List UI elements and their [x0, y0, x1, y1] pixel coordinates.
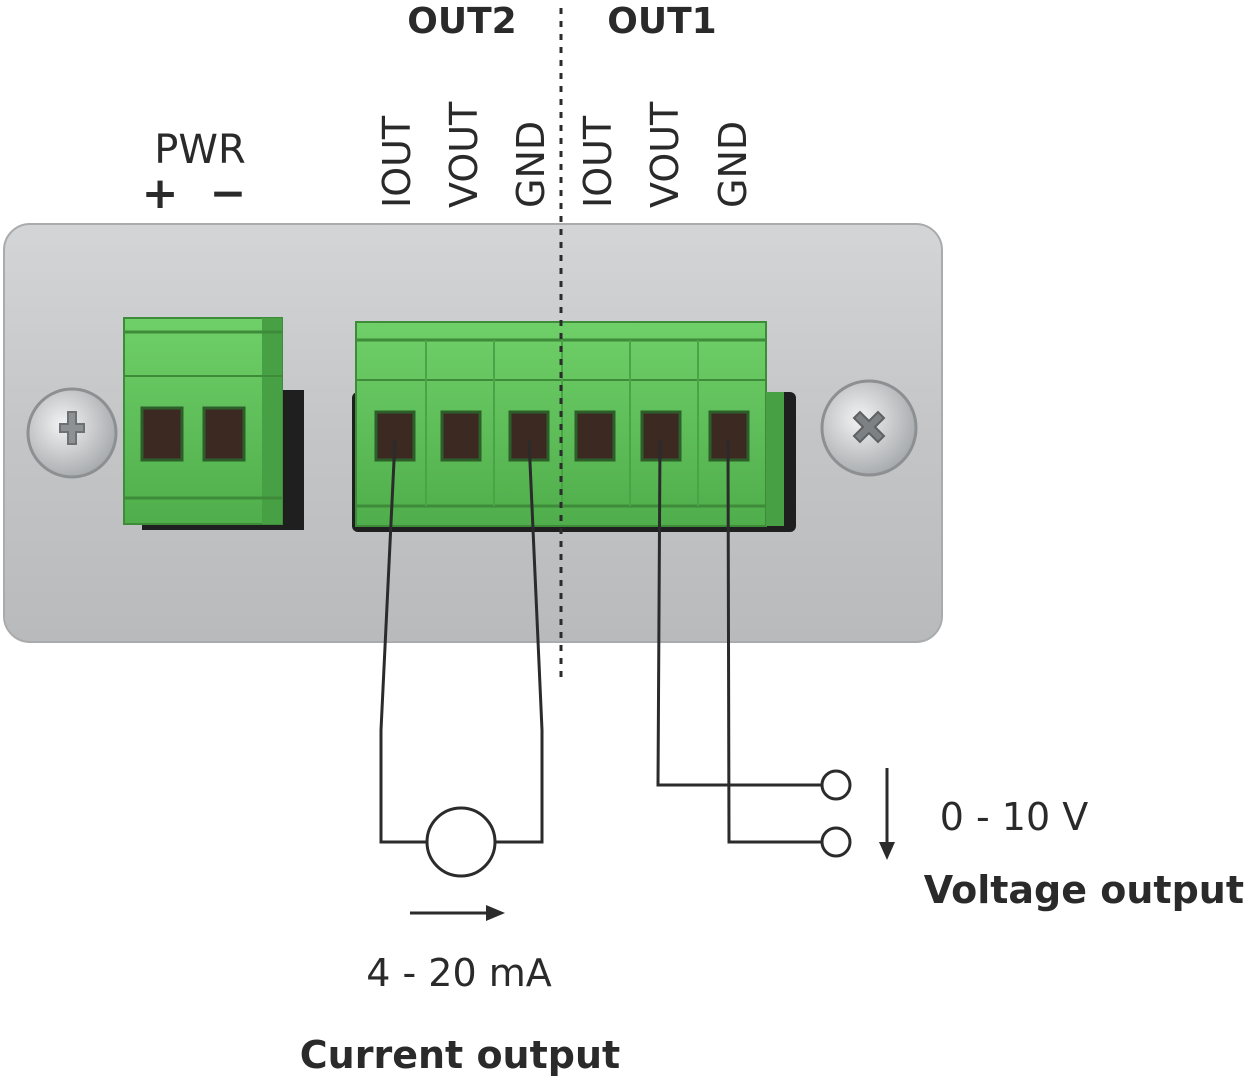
- terminal-label-out2-gnd: GND: [509, 121, 553, 208]
- pwr-minus-socket: [202, 406, 246, 462]
- voltage-terminal-top: [820, 769, 852, 801]
- current-arrow-icon: [410, 905, 505, 921]
- current-range-label: 4 - 20 mA: [366, 951, 552, 995]
- pwr-plus-label: +: [142, 168, 179, 219]
- terminal-label-out1-gnd: GND: [711, 121, 755, 208]
- socket-out2-vout: [440, 410, 482, 462]
- voltage-arrow-icon: [879, 768, 895, 860]
- socket-out1-iout: [574, 410, 616, 462]
- terminal-label-out1-iout: IOUT: [576, 115, 620, 208]
- out1-label: OUT1: [607, 1, 716, 42]
- voltage-range-label: 0 - 10 V: [940, 795, 1088, 839]
- voltage-caption: Voltage output: [924, 868, 1244, 912]
- current-caption: Current output: [300, 1033, 620, 1077]
- right-screw-icon: [820, 379, 918, 477]
- terminal-label-out2-vout: VOUT: [442, 101, 486, 208]
- current-meter-symbol: [425, 806, 497, 878]
- voltage-wires: [656, 439, 822, 844]
- pwr-minus-label: −: [210, 168, 247, 219]
- pwr-plus-socket: [140, 406, 184, 462]
- voltage-terminal-bottom: [820, 826, 852, 858]
- terminal-label-out1-vout: VOUT: [643, 101, 687, 208]
- current-loop-wires: [379, 439, 544, 844]
- pwr-label: PWR: [154, 127, 245, 173]
- out2-label: OUT2: [407, 1, 516, 42]
- left-screw-icon: [26, 387, 118, 479]
- socket-out1-gnd: [708, 410, 750, 462]
- power-terminal-block: [123, 317, 304, 530]
- terminal-label-out2-iout: IOUT: [375, 115, 419, 208]
